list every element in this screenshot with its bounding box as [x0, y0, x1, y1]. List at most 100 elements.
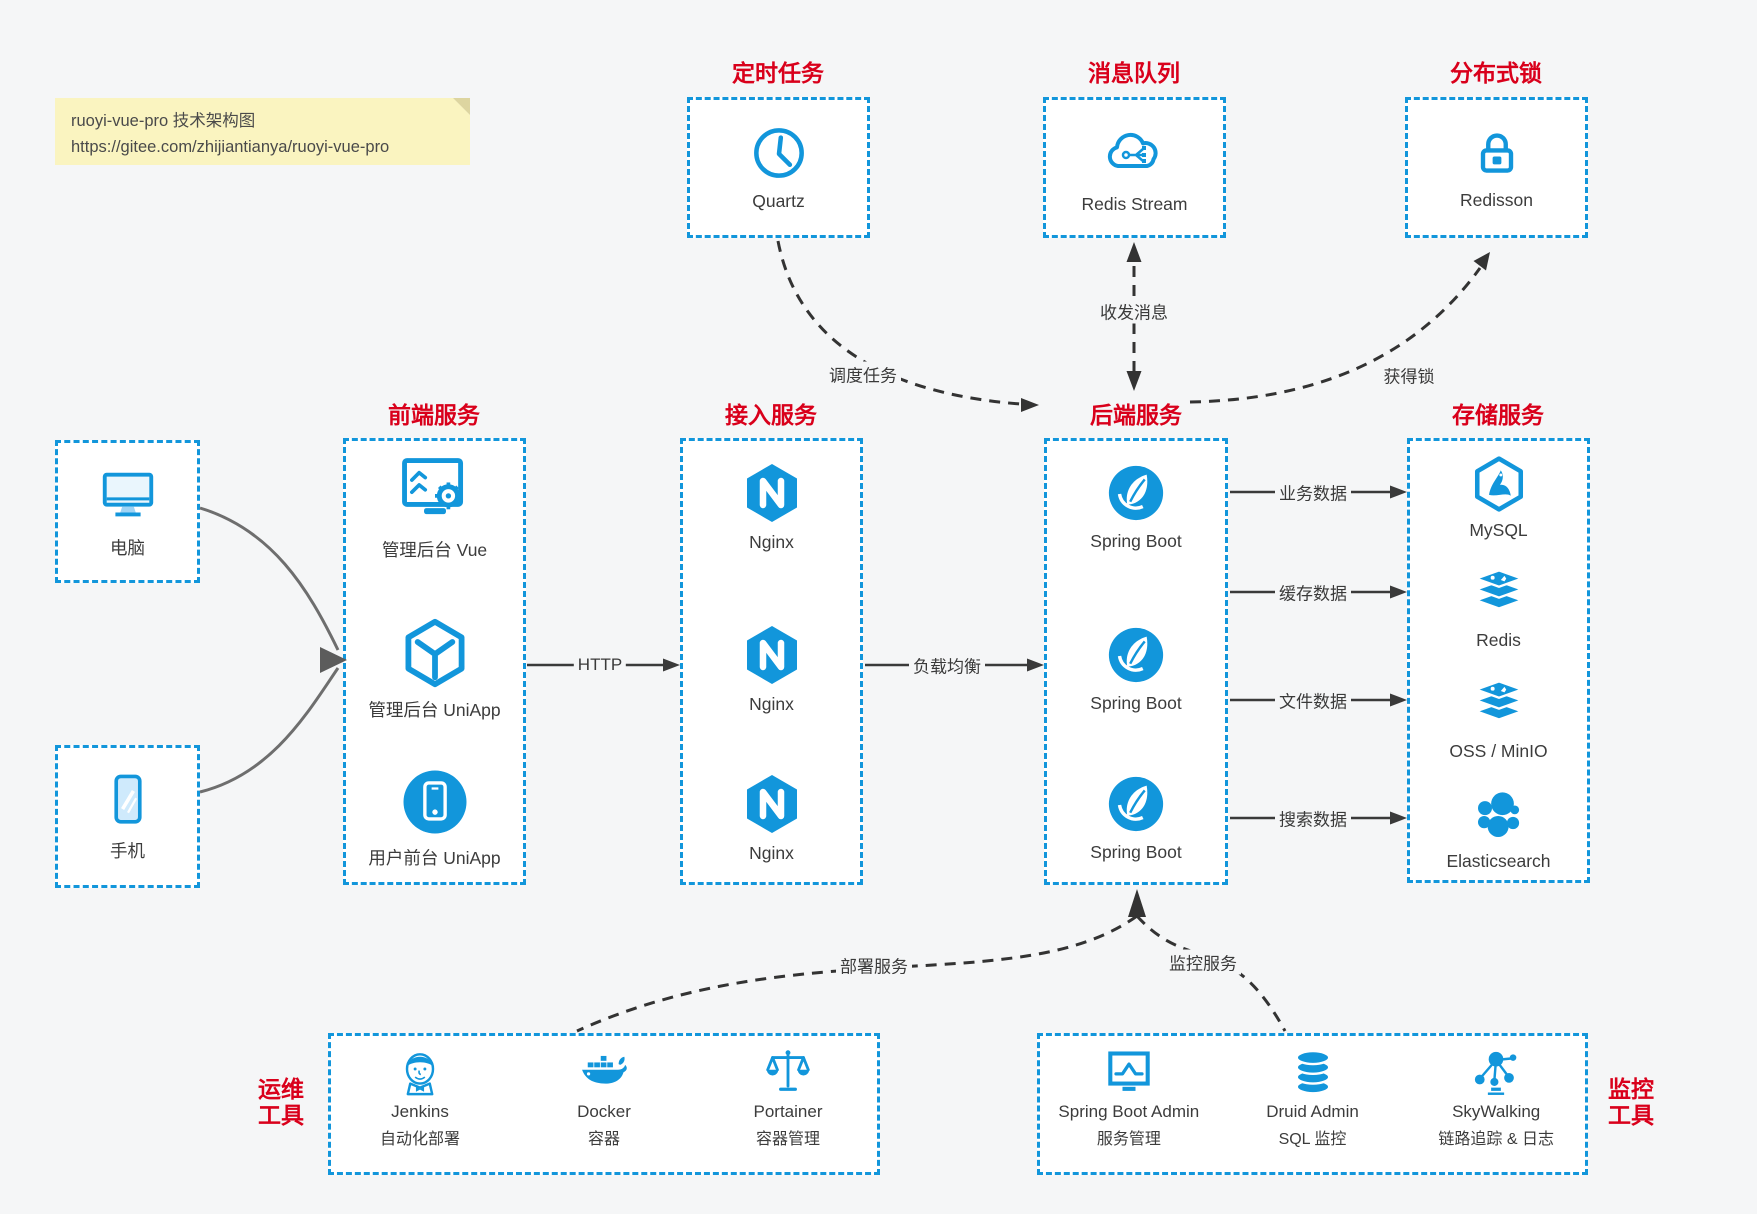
redisson-label: Redisson: [1460, 189, 1533, 210]
node-label: Nginx: [749, 532, 794, 552]
label-http: HTTP: [573, 655, 627, 675]
phone-box: 手机: [55, 745, 200, 888]
tool-desc: 容器: [587, 1131, 620, 1148]
frontend-node-user-uniapp: 用户前台 UniApp: [343, 755, 526, 880]
frontend-node-admin-vue: 管理后台 Vue: [343, 442, 526, 572]
pc-label: 电脑: [110, 537, 145, 558]
scales-icon: [762, 1047, 814, 1099]
ops-tools-row: Jenkins 自动化部署 Docker 容器 Portainer 容器管理: [328, 1033, 880, 1175]
monitor-tools-row: Spring Boot Admin 服务管理 Druid Admin SQL 监…: [1037, 1033, 1588, 1175]
storage-node-elasticsearch: Elasticsearch: [1407, 780, 1590, 880]
lock-icon: [1469, 125, 1525, 181]
tool-name: Spring Boot Admin: [1058, 1102, 1200, 1121]
label-business-data: 业务数据: [1275, 479, 1351, 505]
phone-label: 手机: [110, 840, 145, 861]
title-backend: 后端服务: [1090, 402, 1182, 428]
note-title: ruoyi-vue-pro 技术架构图: [71, 112, 256, 130]
title-scheduled-job: 定时任务: [732, 60, 824, 86]
note-fold-corner: [453, 98, 470, 115]
admin-vue-icon: [394, 452, 476, 530]
note-url: https://gitee.com/zhijiantianya/ruoyi-vu…: [71, 137, 390, 156]
gateway-node-nginx-3: Nginx: [680, 755, 863, 880]
cloud-stream-icon: [1103, 121, 1167, 185]
ops-node-docker: Docker 容器: [512, 1047, 696, 1149]
backend-node-springboot-2: Spring Boot: [1044, 604, 1228, 734]
title-gateway: 接入服务: [725, 402, 817, 428]
label-file-data: 文件数据: [1275, 687, 1351, 713]
label-acquire-lock: 获得锁: [1379, 362, 1439, 388]
label-schedule-job: 调度任务: [825, 361, 901, 387]
label-search-data: 搜索数据: [1275, 805, 1351, 831]
ops-node-jenkins: Jenkins 自动化部署: [328, 1047, 512, 1149]
quartz-label: Quartz: [752, 190, 805, 211]
node-label: Nginx: [749, 694, 794, 714]
label-deploy-service: 部署服务: [836, 952, 912, 978]
tool-desc: 服务管理: [1096, 1131, 1161, 1148]
elasticsearch-icon: [1471, 788, 1527, 844]
redis-stream-label: Redis Stream: [1081, 193, 1188, 214]
storage-node-redis: Redis: [1407, 556, 1590, 660]
node-label: Elasticsearch: [1446, 851, 1551, 871]
edge-phone-to-frontend: [199, 667, 340, 794]
cube-icon: [398, 616, 472, 690]
tool-desc: 链路追踪 & 日志: [1438, 1131, 1554, 1148]
tool-name: Druid Admin: [1266, 1102, 1359, 1121]
spring-boot-icon: [1105, 624, 1167, 686]
docker-icon: [576, 1047, 632, 1099]
tool-name: SkyWalking: [1452, 1102, 1541, 1121]
node-label: 管理后台 UniApp: [368, 700, 501, 720]
phone-circle-icon: [399, 766, 471, 838]
title-storage: 存储服务: [1452, 402, 1544, 428]
title-monitor-tools: 监控 工具: [1608, 1076, 1654, 1128]
backend-node-springboot-3: Spring Boot: [1044, 755, 1228, 880]
spring-boot-icon: [1105, 773, 1167, 835]
edge-pc-to-frontend: [199, 506, 340, 651]
monitor-node-skywalking: SkyWalking 链路追踪 & 日志: [1404, 1047, 1588, 1149]
node-label: 管理后台 Vue: [381, 540, 488, 560]
tool-name: Docker: [577, 1102, 631, 1121]
monitor-node-sba: Spring Boot Admin 服务管理: [1037, 1047, 1221, 1149]
nginx-icon: [740, 623, 804, 687]
tool-name: Portainer: [753, 1102, 823, 1121]
label-send-receive-msg: 收发消息: [1096, 298, 1172, 324]
redisson-box: Redisson: [1405, 97, 1588, 238]
redis-stream-box: Redis Stream: [1043, 97, 1226, 238]
title-distributed-lock: 分布式锁: [1450, 60, 1542, 86]
mysql-icon: [1470, 455, 1528, 513]
sticky-note: ruoyi-vue-pro 技术架构图 https://gitee.com/zh…: [55, 98, 470, 165]
label-load-balance: 负载均衡: [909, 652, 985, 678]
storage-layers-icon: [1470, 676, 1528, 734]
title-message-queue: 消息队列: [1088, 60, 1180, 86]
spring-boot-admin-icon: [1103, 1047, 1155, 1099]
ops-node-portainer: Portainer 容器管理: [696, 1047, 880, 1149]
storage-node-oss-minio: OSS / MinIO: [1407, 664, 1590, 774]
node-label: Redis: [1476, 630, 1521, 650]
backend-node-springboot-1: Spring Boot: [1044, 442, 1228, 572]
jenkins-icon: [394, 1047, 446, 1099]
node-label: 用户前台 UniApp: [368, 847, 501, 868]
mobile-phone-icon: [99, 771, 157, 829]
node-label: MySQL: [1469, 520, 1528, 540]
node-label: Nginx: [749, 842, 794, 863]
tool-name: Jenkins: [391, 1102, 449, 1121]
tool-desc: 容器管理: [755, 1131, 820, 1148]
gateway-node-nginx-1: Nginx: [680, 442, 863, 572]
node-cluster-icon: [1470, 1047, 1522, 1099]
title-ops-tools: 运维 工具: [258, 1076, 304, 1128]
spring-boot-icon: [1105, 462, 1167, 524]
pc-box: 电脑: [55, 440, 200, 583]
storage-node-mysql: MySQL: [1407, 446, 1590, 550]
computer-icon: [97, 464, 159, 526]
quartz-box: Quartz: [687, 97, 870, 238]
nginx-icon: [740, 461, 804, 525]
title-frontend: 前端服务: [388, 402, 480, 428]
database-icon: [1287, 1047, 1339, 1099]
redis-layers-icon: [1470, 565, 1528, 623]
gateway-node-nginx-2: Nginx: [680, 604, 863, 734]
nginx-icon: [740, 772, 804, 836]
node-label: Spring Boot: [1090, 841, 1182, 862]
frontend-node-admin-uniapp: 管理后台 UniApp: [343, 604, 526, 734]
node-label: Spring Boot: [1090, 531, 1182, 551]
monitor-node-druid: Druid Admin SQL 监控: [1221, 1047, 1405, 1149]
